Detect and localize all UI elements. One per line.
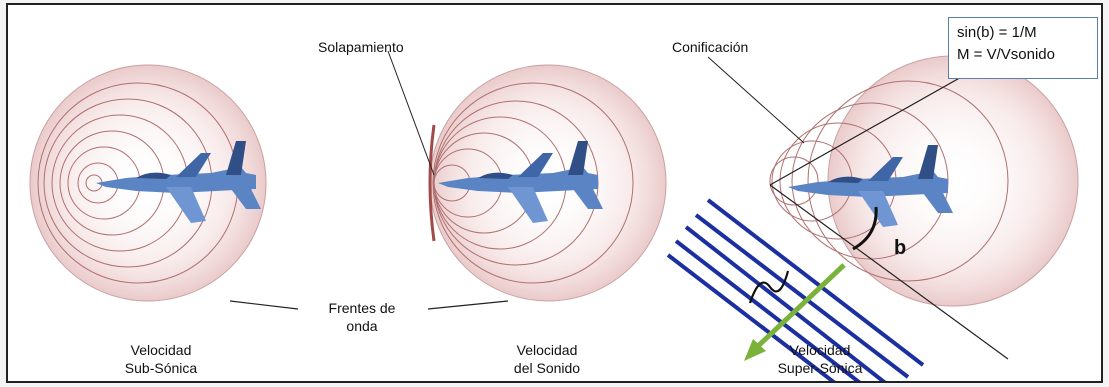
wavefront-leader-left bbox=[229, 300, 299, 310]
sonic-caption: Velocidad del Sonido bbox=[492, 341, 602, 377]
wavefront-leader-right bbox=[427, 300, 509, 310]
wavelength-marker bbox=[748, 270, 790, 304]
conification-label: Conificación bbox=[672, 39, 749, 55]
supersonic-line2: Super-Sónica bbox=[777, 360, 863, 376]
propagation-arrowhead bbox=[744, 339, 766, 361]
angle-b-label: b bbox=[894, 237, 907, 259]
overlap-label: Solapamiento bbox=[318, 39, 404, 55]
subsonic-caption: Velocidad Sub-Sónica bbox=[106, 341, 216, 377]
propagation-arrow bbox=[754, 263, 846, 350]
overlap-front bbox=[428, 124, 436, 242]
supersonic-caption: Velocidad Super-Sónica bbox=[760, 341, 880, 377]
diagram-frame: Solapamiento Conificación Frentes de ond… bbox=[6, 3, 1103, 383]
shockwave-diagram bbox=[29, 44, 1079, 381]
shock-lines bbox=[666, 198, 925, 381]
conification-leader bbox=[707, 56, 805, 144]
supersonic-line1: Velocidad bbox=[789, 342, 851, 358]
cone-edge-lower bbox=[769, 184, 1009, 360]
subsonic-line1: Velocidad bbox=[130, 342, 192, 358]
wavefronts-line2: onda bbox=[346, 318, 378, 334]
subsonic-line2: Sub-Sónica bbox=[124, 360, 198, 376]
sonic-line1: Velocidad bbox=[516, 342, 578, 358]
angle-arc bbox=[852, 206, 878, 251]
overlap-leader bbox=[387, 50, 435, 176]
sonic-line2: del Sonido bbox=[513, 360, 581, 376]
formula-line2: M = V/Vsonido bbox=[957, 46, 1055, 63]
formula-line1: sin(b) = 1/M bbox=[957, 24, 1037, 41]
formula-box: sin(b) = 1/M M = V/Vsonido bbox=[948, 17, 1098, 79]
wavefronts-label: Frentes de onda bbox=[304, 299, 420, 335]
wavefronts-line1: Frentes de bbox=[328, 300, 396, 316]
